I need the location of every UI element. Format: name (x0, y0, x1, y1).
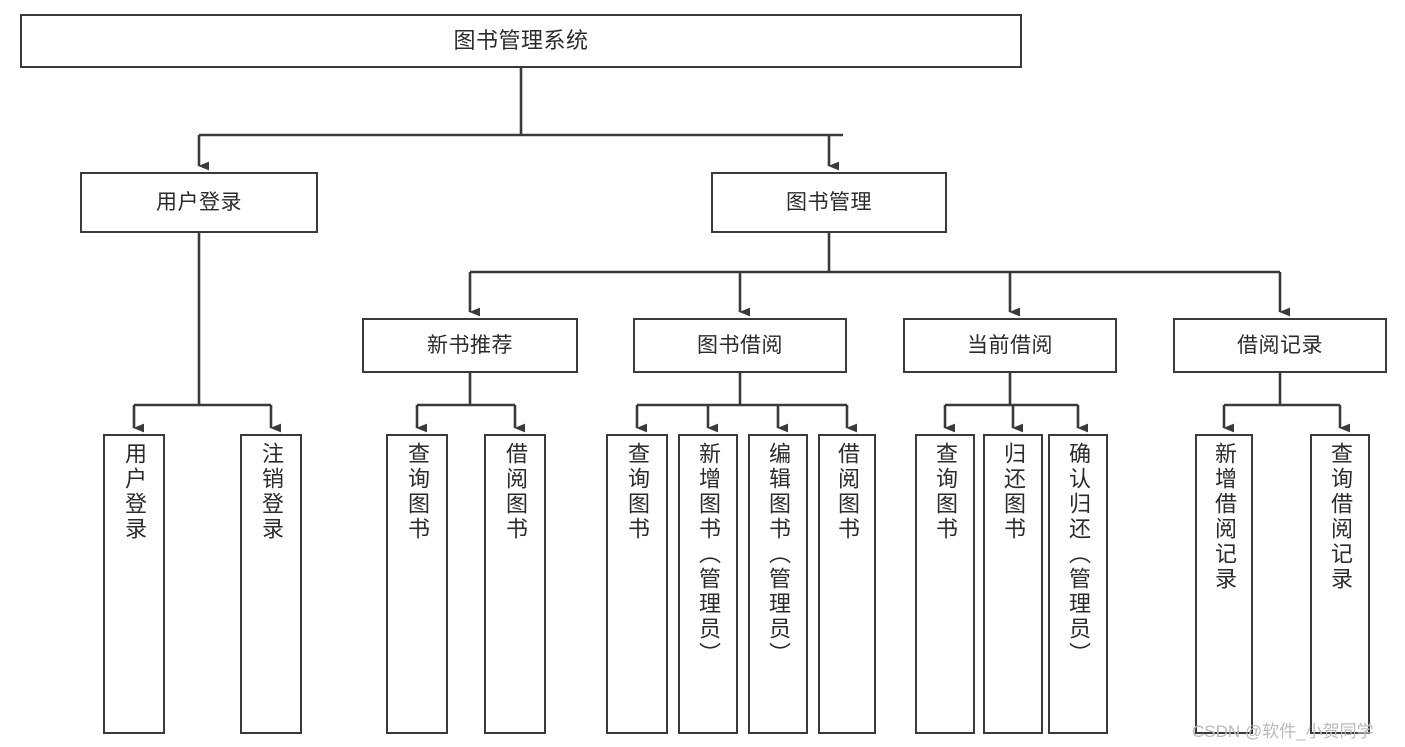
node-label: 注销登录 (259, 442, 284, 542)
csdn-watermark: CSDN @软件_小贺同学 (1192, 722, 1374, 741)
node-leaf-query-book-recommend[interactable]: 查询图书 (386, 434, 448, 734)
node-new-book-recommend[interactable]: 新书推荐 (362, 318, 578, 373)
node-borrow-record[interactable]: 借阅记录 (1173, 318, 1387, 373)
node-leaf-confirm-return-admin[interactable]: 确认归还（管理员） (1048, 434, 1108, 734)
node-label: 借阅图书 (503, 442, 528, 542)
node-leaf-borrow-book-recommend[interactable]: 借阅图书 (484, 434, 546, 734)
node-label: 编辑图书（管理员） (766, 442, 791, 667)
node-label: 用户登录 (122, 442, 147, 542)
node-user-login[interactable]: 用户登录 (80, 172, 318, 233)
node-label: 借阅记录 (1237, 333, 1323, 357)
node-label: 查询图书 (933, 442, 958, 542)
node-leaf-return-book[interactable]: 归还图书 (983, 434, 1043, 734)
node-label: 用户登录 (156, 190, 242, 214)
node-label: 新增借阅记录 (1212, 442, 1237, 592)
node-label: 当前借阅 (967, 333, 1053, 357)
node-leaf-query-book-current[interactable]: 查询图书 (915, 434, 975, 734)
node-leaf-query-book-borrow[interactable]: 查询图书 (606, 434, 668, 734)
node-current-borrow[interactable]: 当前借阅 (903, 318, 1117, 373)
node-leaf-logout[interactable]: 注销登录 (240, 434, 302, 734)
node-label: 新书推荐 (427, 333, 513, 357)
node-label: 归还图书 (1001, 442, 1026, 542)
node-label: 查询图书 (405, 442, 430, 542)
node-book-management[interactable]: 图书管理 (711, 172, 947, 233)
node-label: 图书管理 (786, 190, 872, 214)
node-label: 图书管理系统 (453, 27, 589, 53)
node-leaf-add-book-admin[interactable]: 新增图书（管理员） (678, 434, 738, 734)
node-leaf-user-login[interactable]: 用户登录 (103, 434, 165, 734)
node-leaf-query-borrow-record[interactable]: 查询借阅记录 (1310, 434, 1370, 734)
node-label: 查询借阅记录 (1328, 442, 1353, 592)
node-label: 新增图书（管理员） (696, 442, 721, 667)
node-label: 借阅图书 (835, 442, 860, 542)
node-leaf-edit-book-admin[interactable]: 编辑图书（管理员） (748, 434, 808, 734)
node-leaf-add-borrow-record[interactable]: 新增借阅记录 (1195, 434, 1253, 734)
node-label: 图书借阅 (697, 333, 783, 357)
node-root-system[interactable]: 图书管理系统 (20, 14, 1022, 68)
node-label: 确认归还（管理员） (1066, 442, 1091, 667)
node-label: 查询图书 (625, 442, 650, 542)
node-book-borrow[interactable]: 图书借阅 (633, 318, 847, 373)
node-leaf-borrow-book[interactable]: 借阅图书 (818, 434, 876, 734)
